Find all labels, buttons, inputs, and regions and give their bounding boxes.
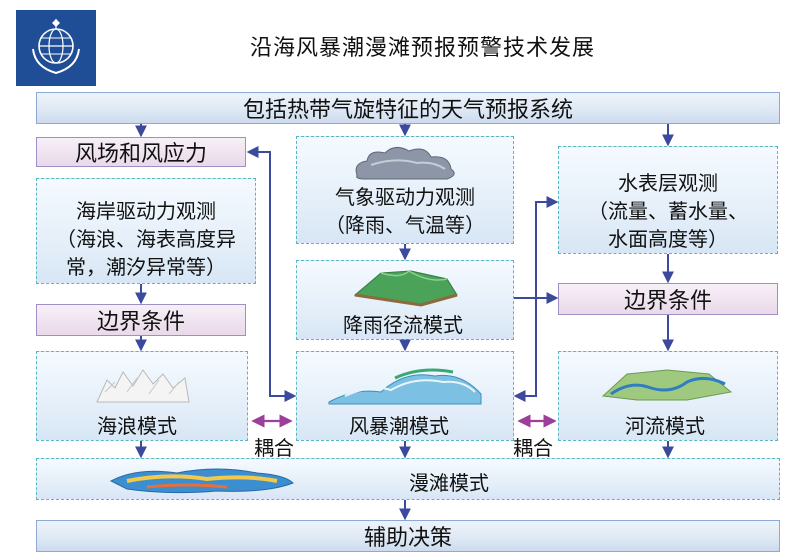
coastal-forcing-observation-box: 海岸驱动力观测 （海浪、海表高度异 常，潮汐异常等） [36,178,256,284]
storm-surge-model-label: 风暴潮模式 [349,414,449,438]
meteorological-forcing-observation-box: 气象驱动力观测 （降雨、气温等） [296,136,514,244]
wind-stress-box: 风场和风应力 [36,137,246,167]
wave-icon [96,369,190,403]
coupling-right-label: 耦合 [513,436,553,460]
decision-support-bar: 辅助决策 [36,520,780,552]
water-obs-line-1: 水表层观测 [618,171,718,195]
cloud-icon [355,147,455,180]
flood-map-icon [109,468,294,494]
met-obs-line-2: （降雨、气温等） [325,213,485,237]
terrain-icon [353,270,458,307]
page-title: 沿海风暴潮漫滩预报预警技术发展 [250,36,596,61]
runoff-model-box: 降雨径流模式 [296,260,514,340]
water-surface-observation-box: 水表层观测 （流量、蓄水量、 水面高度等） [558,146,778,254]
runoff-model-label: 降雨径流模式 [343,313,463,337]
right-boundary-conditions-box: 边界条件 [558,283,778,315]
coastal-obs-line-2: （海浪、海表高度异 [56,227,236,251]
water-obs-line-2: （流量、蓄水量、 [588,199,748,223]
river-model-box: 河流模式 [558,351,778,441]
inundation-model-label: 漫滩模式 [409,471,489,495]
wave-model-box: 海浪模式 [36,351,248,441]
river-icon [601,369,733,401]
coupling-left-label: 耦合 [254,436,294,460]
arrow-right-vertical-link [535,196,559,298]
wave-model-label: 海浪模式 [97,414,177,438]
inundation-model-bar: 漫滩模式 [36,458,780,500]
water-obs-line-3: 水面高度等） [608,227,728,251]
storm-surge-model-box: 风暴潮模式 [296,351,514,441]
wmo-logo-icon [16,10,96,86]
arrow-wind-surge-link [246,146,297,402]
coastal-obs-line-3: 常，潮汐异常等） [66,255,226,279]
left-boundary-conditions-box: 边界条件 [36,304,246,336]
coastal-obs-line-1: 海岸驱动力观测 [76,199,216,223]
weather-forecast-system-bar: 包括热带气旋特征的天气预报系统 [36,92,780,124]
river-model-label: 河流模式 [625,414,705,438]
surge-icon [328,368,482,405]
arrow-right-to-surge [513,298,537,402]
met-obs-line-1: 气象驱动力观测 [335,185,475,209]
